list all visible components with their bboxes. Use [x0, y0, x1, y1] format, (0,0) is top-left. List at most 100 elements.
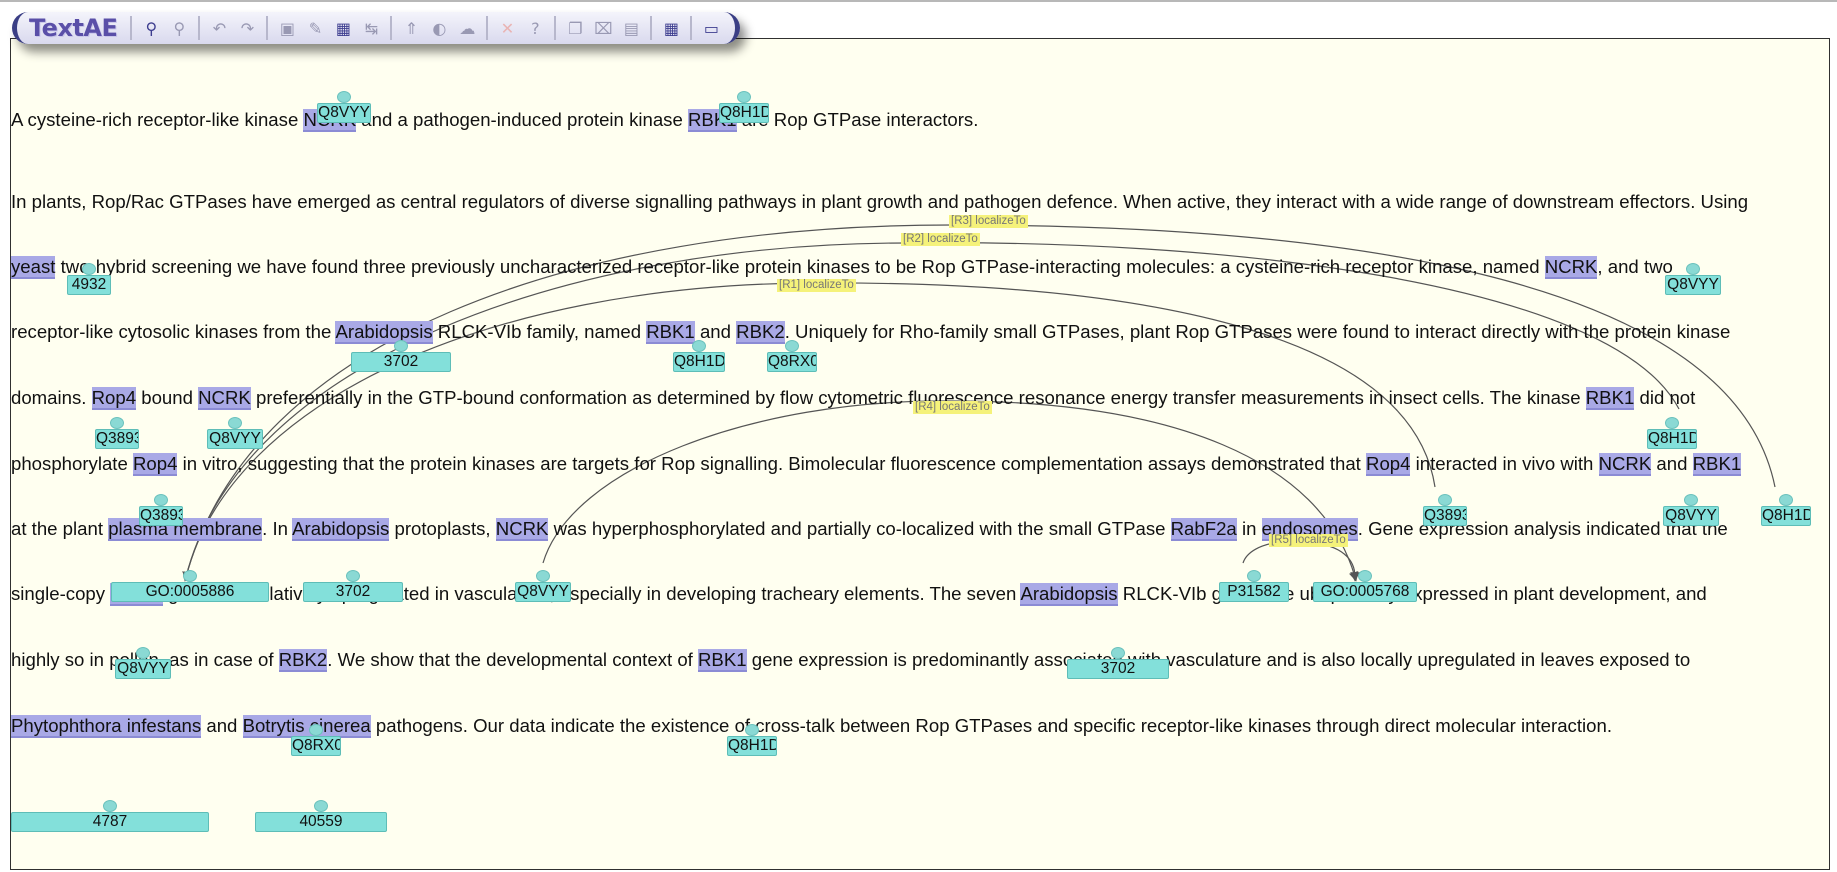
pallet-button[interactable]: ✎ — [303, 16, 327, 40]
entity-endpoint-icon[interactable] — [1686, 263, 1700, 275]
annotated-span[interactable]: NCRK — [1544, 256, 1598, 279]
term-mode-button[interactable]: ⚲ — [167, 16, 191, 40]
text-line[interactable]: receptor-like cytosolic kinases from the… — [11, 321, 1730, 344]
entity-label-e22[interactable]: Q8RX0 — [291, 736, 341, 756]
entity-endpoint-icon[interactable] — [1665, 417, 1679, 429]
annotated-span[interactable]: Rop4 — [1366, 453, 1411, 476]
undo-button[interactable]: ↶ — [207, 16, 231, 40]
relation-label[interactable]: [R3] localizeTo — [949, 215, 1028, 228]
entity-endpoint-icon[interactable] — [103, 800, 117, 812]
entity-endpoint-icon[interactable] — [1684, 494, 1698, 506]
entity-label-e8[interactable]: Q3893 — [95, 429, 139, 449]
text-line[interactable]: Phytophthora infestans and Botrytis cine… — [11, 715, 1612, 738]
annotated-span[interactable]: Rop4 — [91, 387, 137, 410]
entity-endpoint-icon[interactable] — [309, 724, 323, 736]
entity-endpoint-icon[interactable] — [183, 570, 197, 582]
entity-endpoint-icon[interactable] — [1111, 647, 1125, 659]
relation-arc-r4[interactable] — [542, 400, 1359, 582]
camera-button[interactable]: ⌧ — [591, 16, 615, 40]
entity-endpoint-icon[interactable] — [314, 800, 328, 812]
relation-label[interactable]: [R5] localizeTo — [1269, 534, 1348, 547]
annotated-span[interactable]: RBK1 — [646, 321, 695, 344]
annotated-span[interactable]: Arabidopsis — [335, 321, 433, 344]
entity-label-e11[interactable]: Q3893 — [139, 506, 183, 526]
help-q-button[interactable]: ? — [523, 16, 547, 40]
entity-label-e7[interactable]: Q8RX0 — [767, 352, 817, 372]
text-line[interactable]: phosphorylate Rop4 in vitro, suggesting … — [11, 453, 1742, 476]
annotated-span[interactable]: RabF2a — [1170, 518, 1237, 541]
annotated-span[interactable]: Rop4 — [132, 453, 178, 476]
relation-label[interactable]: [R2] localizeTo — [901, 233, 980, 246]
entity-endpoint-icon[interactable] — [692, 340, 706, 352]
setting-button[interactable]: ▦ — [659, 16, 683, 40]
entity-label-e20[interactable]: Q8VYY — [115, 659, 171, 679]
annotated-span[interactable]: RBK2 — [736, 321, 785, 344]
annotation-editor[interactable]: A cysteine-rich receptor-like kinase NCR… — [10, 38, 1830, 870]
info-button[interactable]: ▭ — [699, 16, 723, 40]
entity-endpoint-icon[interactable] — [228, 417, 242, 429]
entity-endpoint-icon[interactable] — [536, 570, 550, 582]
entity-label-e13[interactable]: Q8VYY — [1663, 506, 1719, 526]
entity-label-e16[interactable]: 3702 — [303, 582, 403, 602]
delete-button[interactable]: ✕ — [495, 16, 519, 40]
entity-endpoint-icon[interactable] — [346, 570, 360, 582]
entity-endpoint-icon[interactable] — [82, 263, 96, 275]
entity-label-e1[interactable]: Q8VYY — [317, 103, 371, 123]
entity-label-e5[interactable]: 3702 — [351, 352, 451, 372]
entity-endpoint-icon[interactable] — [737, 91, 751, 103]
entity-label-e10[interactable]: Q8H1D — [1647, 429, 1697, 449]
text-line[interactable]: A cysteine-rich receptor-like kinase NCR… — [11, 109, 978, 132]
relation-label[interactable]: [R1] localizeTo — [777, 279, 856, 292]
annotated-span[interactable]: RBK1 — [1585, 387, 1635, 410]
read-mode-button[interactable]: ⚲ — [139, 16, 163, 40]
annotated-span[interactable]: NCRK — [198, 387, 251, 410]
annotated-span[interactable]: NCRK — [1598, 453, 1652, 476]
text-line[interactable]: highly so in pollen, as in case of RBK2.… — [11, 649, 1690, 672]
entity-endpoint-icon[interactable] — [1779, 494, 1793, 506]
new-entity-button[interactable]: ▣ — [275, 16, 299, 40]
entity-label-e17[interactable]: Q8VYY — [515, 582, 571, 602]
entity-label-e14[interactable]: Q8H1D — [1761, 506, 1811, 526]
redo-button[interactable]: ↷ — [235, 16, 259, 40]
entity-endpoint-icon[interactable] — [110, 417, 124, 429]
entity-label-e21[interactable]: 3702 — [1067, 659, 1169, 679]
entity-label-e4[interactable]: Q8VYY — [1665, 275, 1721, 295]
annotated-span[interactable]: Arabidopsis — [1020, 583, 1118, 606]
entity-endpoint-icon[interactable] — [337, 91, 351, 103]
auto-replicate-button[interactable]: ↹ — [359, 16, 383, 40]
annotated-span[interactable]: RBK1 — [1692, 453, 1742, 476]
entity-label-e24[interactable]: 4787 — [11, 812, 209, 832]
text-line[interactable]: at the plant plasma membrane. In Arabido… — [11, 518, 1728, 541]
entity-label-e3[interactable]: 4932 — [67, 275, 111, 295]
upload-button[interactable]: ⇑ — [399, 16, 423, 40]
entity-endpoint-icon[interactable] — [1247, 570, 1261, 582]
entity-endpoint-icon[interactable] — [394, 340, 408, 352]
entity-endpoint-icon[interactable] — [745, 724, 759, 736]
replicate-button[interactable]: ▦ — [331, 16, 355, 40]
annotated-span[interactable]: Arabidopsis — [292, 518, 390, 541]
entity-endpoint-icon[interactable] — [785, 340, 799, 352]
annotated-span[interactable]: plasma membrane — [108, 518, 263, 541]
entity-label-e6[interactable]: Q8H1D — [673, 352, 725, 372]
annotated-span[interactable]: yeast — [11, 256, 56, 279]
text-line[interactable]: yeast two-hybrid screening we have found… — [11, 256, 1673, 279]
entity-endpoint-icon[interactable] — [1438, 494, 1452, 506]
annotated-span[interactable]: NCRK — [495, 518, 549, 541]
entity-label-e12[interactable]: Q3893 — [1423, 506, 1467, 526]
entity-endpoint-icon[interactable] — [154, 494, 168, 506]
annotated-span[interactable]: RBK2 — [278, 649, 328, 672]
entity-endpoint-icon[interactable] — [1358, 570, 1372, 582]
entity-label-e9[interactable]: Q8VYY — [207, 429, 263, 449]
entity-label-e25[interactable]: 40559 — [255, 812, 387, 832]
text-line[interactable]: In plants, Rop/Rac GTPases have emerged … — [11, 191, 1748, 213]
text-line[interactable]: domains. Rop4 bound NCRK preferentially … — [11, 387, 1695, 410]
paste-button[interactable]: ▤ — [619, 16, 643, 40]
entity-label-e18[interactable]: P31582 — [1219, 582, 1289, 602]
copy-button[interactable]: ❐ — [563, 16, 587, 40]
entity-label-e23[interactable]: Q8H1D — [727, 736, 777, 756]
entity-label-e19[interactable]: GO:0005768 — [1313, 582, 1417, 602]
annotated-span[interactable]: Phytophthora infestans — [11, 715, 202, 738]
annotated-span[interactable]: Botrytis cinerea — [242, 715, 371, 738]
relation-label[interactable]: [R4] localizeTo — [913, 401, 992, 414]
entity-label-e15[interactable]: GO:0005886 — [111, 582, 269, 602]
